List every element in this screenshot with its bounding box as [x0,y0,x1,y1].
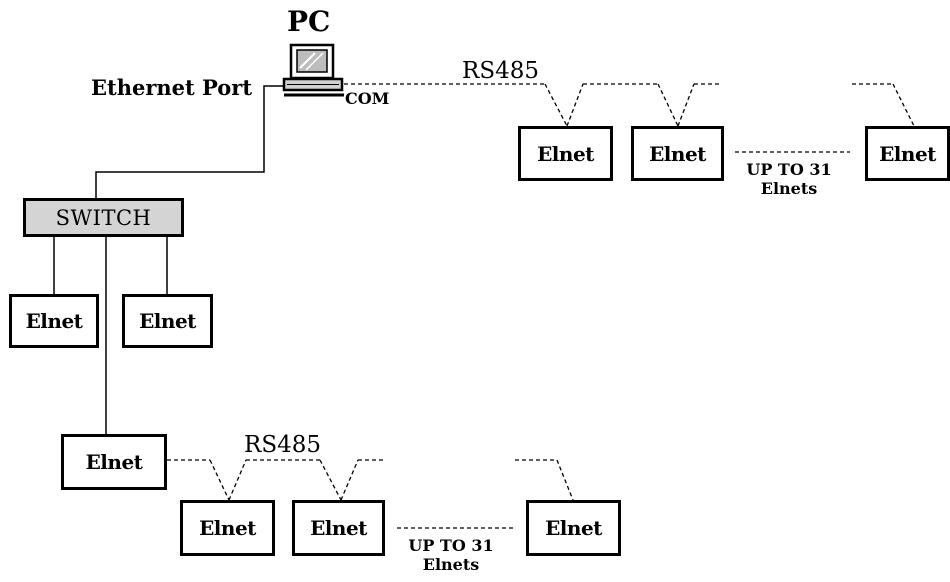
rs485-top-label: RS485 [462,58,539,84]
up-to-31-bottom-line2: Elnets [422,555,480,574]
rs485-bus-bottom [167,459,574,529]
elnet-device: Elnet [526,500,621,556]
rs485-bottom-label: RS485 [244,432,321,458]
elnet-device: Elnet [180,500,275,556]
up-to-31-top-line1: UP TO 31 [746,160,832,179]
pc-label: PC [287,5,331,38]
pc-icon [282,43,344,97]
elnet-device: Elnet [865,126,950,181]
ethernet-links [53,85,284,435]
elnet-device: Elnet [631,126,724,181]
com-port-label: COM [345,89,390,108]
elnet-device: Elnet [9,294,99,348]
up-to-31-top-line2: Elnets [760,179,818,198]
rs485-bus-top [344,83,915,153]
switch-box: SWITCH [23,198,184,237]
elnet-device: Elnet [122,294,213,348]
up-to-31-bottom-line1: UP TO 31 [408,536,494,555]
up-to-31-bottom-label: UP TO 31 Elnets [396,536,506,574]
elnet-device: Elnet [61,434,167,490]
up-to-31-top-label: UP TO 31 Elnets [734,160,844,198]
elnet-device: Elnet [292,500,385,556]
elnet-device: Elnet [518,126,613,181]
ethernet-port-label: Ethernet Port [91,75,253,100]
